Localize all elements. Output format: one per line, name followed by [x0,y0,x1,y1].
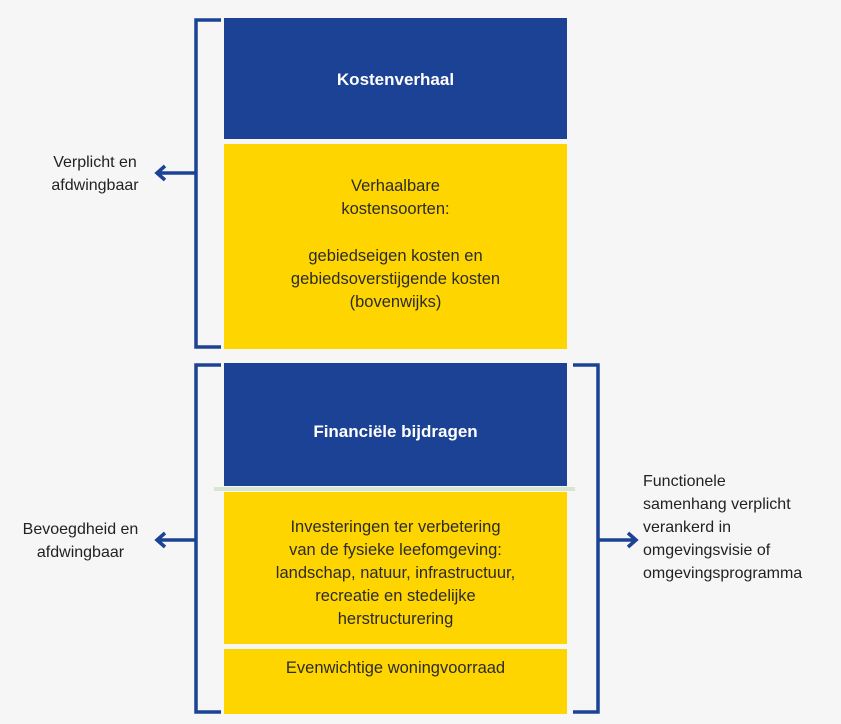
verplicht-label: Verplicht en afdwingbaar [30,151,160,197]
kostenverhaal-body: Verhaalbare kostensoorten: gebiedseigen … [224,144,567,349]
body-line: kostensoorten: [341,200,450,218]
body-line: gebiedseigen kosten en [308,247,483,265]
arrow-left-bottom [154,531,196,549]
arrow-left-top [154,164,196,182]
body-line: gebiedsoverstijgende kosten [290,270,501,288]
left-bracket-top [194,18,221,349]
arrow-right [598,531,639,549]
kostenverhaal-title: Kostenverhaal [336,70,455,89]
label-line: afdwingbaar [36,544,125,561]
label-line: omgevingsvisie of [643,542,771,559]
label-line: samenhang verplicht [643,496,791,513]
label-line: Functionele [643,473,726,490]
body-line: landschap, natuur, infrastructuur, [275,564,516,582]
body-line: (bovenwijks) [349,293,442,311]
investeringen-body: Investeringen ter verbetering van de fys… [224,492,567,644]
woningvoorraad-box: Evenwichtige woningvoorraad [224,649,567,714]
bevoegdheid-label: Bevoegdheid en afdwingbaar [8,518,153,564]
left-bracket-bottom [194,363,221,714]
label-line: Verplicht en [53,154,137,171]
right-bracket [573,363,600,714]
label-line: afdwingbaar [51,177,139,194]
body-line: herstructurering [337,610,454,628]
financiele-bijdragen-header: Financiële bijdragen [224,363,567,486]
kostenverhaal-header: Kostenverhaal [224,18,567,139]
functionele-samenhang-label: Functionele samenhang verplicht veranker… [643,470,802,585]
body-line: Verhaalbare [351,177,440,195]
body-line: Investeringen ter verbetering [290,518,501,536]
financiele-bijdragen-title: Financiële bijdragen [313,422,478,441]
body-line: van de fysieke leefomgeving: [289,541,502,559]
label-line: omgevingsprogramma [643,565,803,582]
divider [214,487,575,491]
woningvoorraad-text: Evenwichtige woningvoorraad [285,659,506,677]
label-line: Bevoegdheid en [22,521,139,538]
label-line: verankerd in [643,519,732,536]
body-line: recreatie en stedelijke [315,587,476,605]
